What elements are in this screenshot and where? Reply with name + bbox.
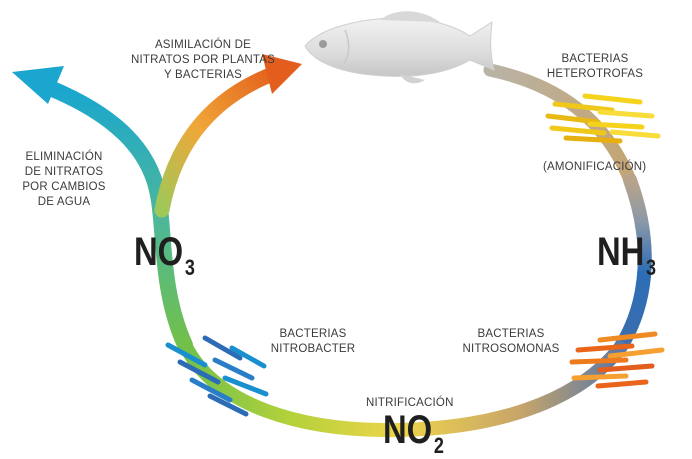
compound-no3: NO3 (134, 232, 195, 278)
compound-no2-sub: 2 (434, 433, 444, 458)
assimilation-label: ASIMILACIÓN DE NITRATOS POR PLANTAS Y BA… (118, 38, 288, 83)
fish-icon (305, 11, 494, 83)
elimination-line-1: ELIMINACIÓN (4, 150, 124, 165)
compound-no2: NO2 (383, 410, 444, 456)
assimilation-line-2: NITRATOS POR PLANTAS (118, 53, 288, 68)
compound-nh3-sub: 3 (646, 255, 656, 280)
assimilation-line-1: ASIMILACIÓN DE (118, 38, 288, 53)
nitrobacter-label: BACTERIAS NITROBACTER (258, 327, 368, 357)
nitrosomonas-line-1: BACTERIAS (456, 327, 566, 342)
heterotrophic-line-2: HETEROTROFAS (525, 67, 665, 82)
nitrobacter-line-1: BACTERIAS (258, 327, 368, 342)
nitrosomonas-label: BACTERIAS NITROSOMONAS (456, 327, 566, 357)
heterotrophic-label: BACTERIAS HETEROTROFAS (525, 52, 665, 82)
heterotrophic-line-1: BACTERIAS (525, 52, 665, 67)
nitrosomonas-line-2: NITROSOMONAS (456, 342, 566, 357)
elimination-line-3: POR CAMBIOS (4, 180, 124, 195)
elimination-label: ELIMINACIÓN DE NITRATOS POR CAMBIOS DE A… (4, 150, 124, 210)
compound-no3-base: NO (134, 230, 183, 274)
compound-no2-base: NO (383, 408, 432, 452)
compound-nh3: NH3 (597, 232, 656, 278)
assimilation-line-3: Y BACTERIAS (118, 68, 288, 83)
bacteria-heterotrophic-icon (548, 96, 658, 141)
elimination-line-2: DE NITRATOS (4, 165, 124, 180)
cycle-arc-bottom-left (185, 345, 400, 430)
ammonification-label: (AMONIFICACIÓN) (543, 160, 646, 175)
elimination-line-4: DE AGUA (4, 195, 124, 210)
assimilation-arrow (162, 72, 278, 210)
nitrobacter-line-2: NITROBACTER (258, 342, 368, 357)
compound-nh3-base: NH (597, 230, 644, 274)
compound-no3-sub: 3 (185, 255, 195, 280)
